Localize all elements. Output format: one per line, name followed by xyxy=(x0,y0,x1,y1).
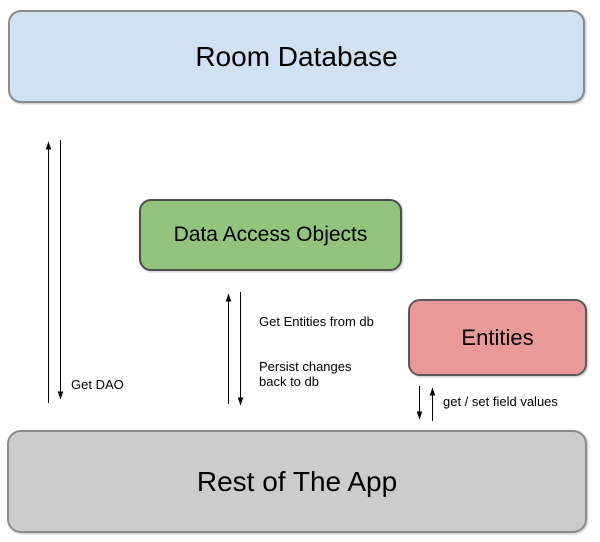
node-data-access-objects: Data Access Objects xyxy=(139,199,402,271)
edge-label-persist-changes-line1: Persist changes xyxy=(259,359,352,374)
edge-label-get-dao: Get DAO xyxy=(71,377,124,392)
node-entities: Entities xyxy=(408,299,587,376)
node-rest-of-the-app: Rest of The App xyxy=(7,430,587,533)
node-rest-of-the-app-label: Rest of The App xyxy=(196,465,398,497)
edge-label-persist-changes: Persist changes back to db xyxy=(259,359,352,389)
node-room-database: Room Database xyxy=(8,10,585,103)
node-room-database-label: Room Database xyxy=(195,40,398,72)
edge-label-get-entities-from-db: Get Entities from db xyxy=(259,314,374,329)
edge-label-get-set-field-values: get / set field values xyxy=(443,394,558,409)
edge-label-persist-changes-line2: back to db xyxy=(259,374,319,389)
node-data-access-objects-label: Data Access Objects xyxy=(173,223,368,246)
node-entities-label: Entities xyxy=(461,324,534,350)
